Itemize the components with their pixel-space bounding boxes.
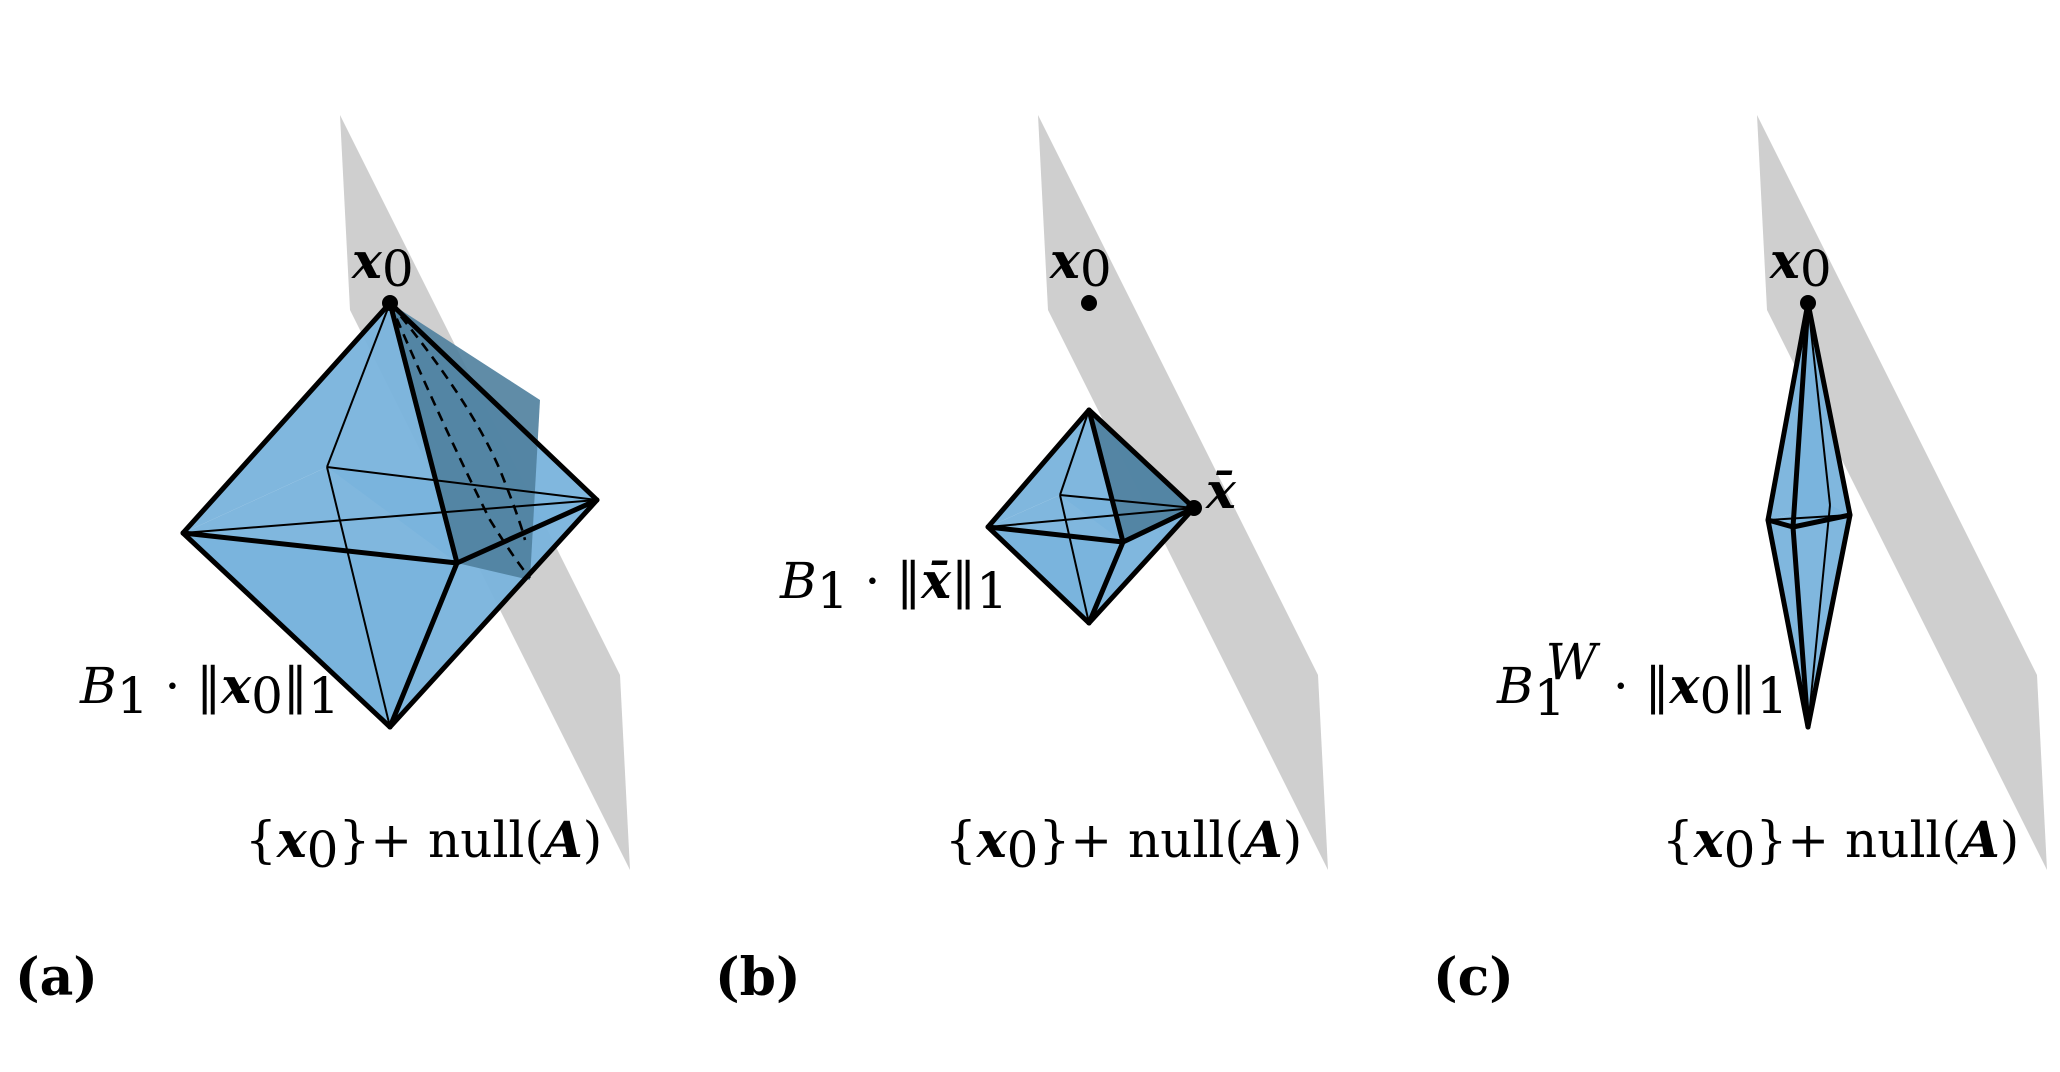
x0-label: x0: [1049, 231, 1112, 298]
ball-label: B1 · ‖x̄‖1: [779, 551, 1008, 620]
octahedron-b: [985, 407, 1197, 626]
xbar-label: x̄: [1205, 461, 1237, 520]
panel-tag-c: (c): [1433, 947, 1514, 1008]
octahedron-a: [180, 300, 600, 730]
nullspace-plane: [1038, 115, 1328, 870]
x0-label: x0: [351, 231, 414, 298]
x0-point: [1800, 295, 1816, 311]
weighted-ball-c: [1765, 300, 1853, 730]
plane-label: {x0}+ null(A): [945, 810, 1302, 879]
ball-label: B1W · ‖x0‖1: [1496, 633, 1788, 727]
panel-a: x0 B1 · ‖x0‖1 {x0}+ null(A) (a): [15, 115, 630, 1008]
ball-label: B1 · ‖x0‖1: [79, 656, 340, 725]
panel-b: x0 x̄ B1 · ‖x̄‖1 {x0}+ nu: [715, 115, 1328, 1008]
panel-tag-a: (a): [15, 947, 98, 1008]
x0-point: [1081, 295, 1097, 311]
panel-tag-b: (b): [715, 947, 801, 1008]
x0-point: [382, 295, 398, 311]
panel-c: x0 B1W · ‖x0‖1 {x0}+ null(A) (c): [1433, 115, 2047, 1008]
nullspace-plane: [1757, 115, 2047, 870]
xbar-point: [1186, 500, 1202, 516]
x0-label: x0: [1769, 231, 1832, 298]
plane-label: {x0}+ null(A): [1662, 810, 2019, 879]
plane-label: {x0}+ null(A): [245, 810, 602, 879]
